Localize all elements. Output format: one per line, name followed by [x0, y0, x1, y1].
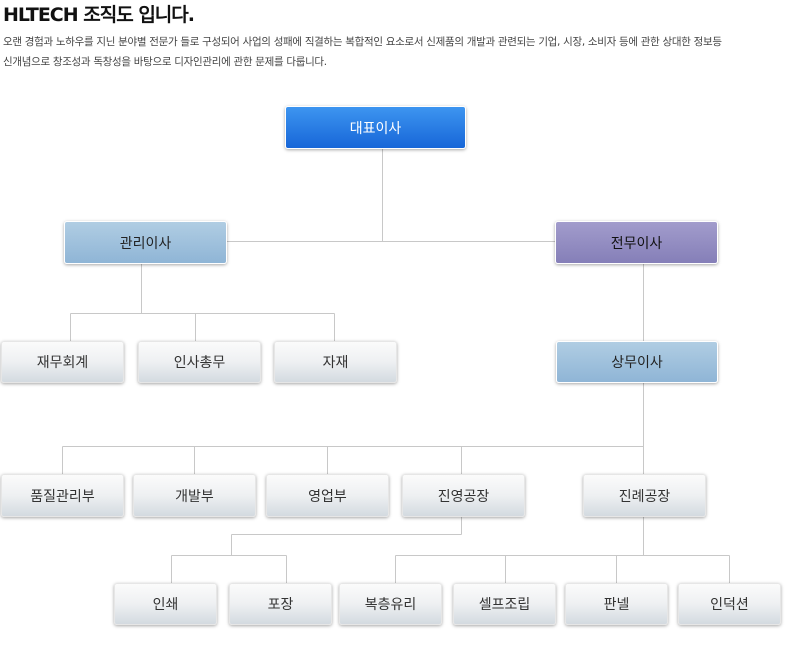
node-executive-director: 전무이사: [555, 221, 718, 264]
node-development: 개발부: [133, 474, 256, 517]
node-self-assembly: 셀프조립: [453, 583, 556, 625]
node-ceo: 대표이사: [285, 106, 466, 149]
node-jinrye-factory: 진례공장: [583, 474, 706, 517]
description-line-2: 신개념으로 창조성과 독창성을 바탕으로 디자인관리에 관한 문제를 다룹니다.: [3, 56, 327, 68]
node-jinyoung-factory: 진영공장: [402, 474, 525, 517]
node-induction: 인덕션: [678, 583, 781, 625]
page-description: 오랜 경험과 노하우를 지닌 분야별 전문가 들로 구성되어 사업의 성패에 직…: [3, 32, 805, 72]
node-printing: 인쇄: [114, 583, 217, 625]
node-managing-director: 상무이사: [556, 341, 718, 383]
node-laminated-glass: 복층유리: [339, 583, 442, 625]
node-admin-director: 관리이사: [64, 221, 227, 264]
node-packaging: 포장: [229, 583, 332, 625]
node-quality: 품질관리부: [1, 474, 124, 517]
node-sales: 영업부: [266, 474, 389, 517]
page-title: HLTECH 조직도 입니다.: [3, 4, 195, 26]
node-panel: 판넬: [565, 583, 668, 625]
node-hr: 인사총무: [138, 341, 261, 383]
node-materials: 자재: [274, 341, 397, 383]
description-line-1: 오랜 경험과 노하우를 지닌 분야별 전문가 들로 구성되어 사업의 성패에 직…: [3, 36, 722, 48]
node-finance: 재무회계: [1, 341, 124, 383]
